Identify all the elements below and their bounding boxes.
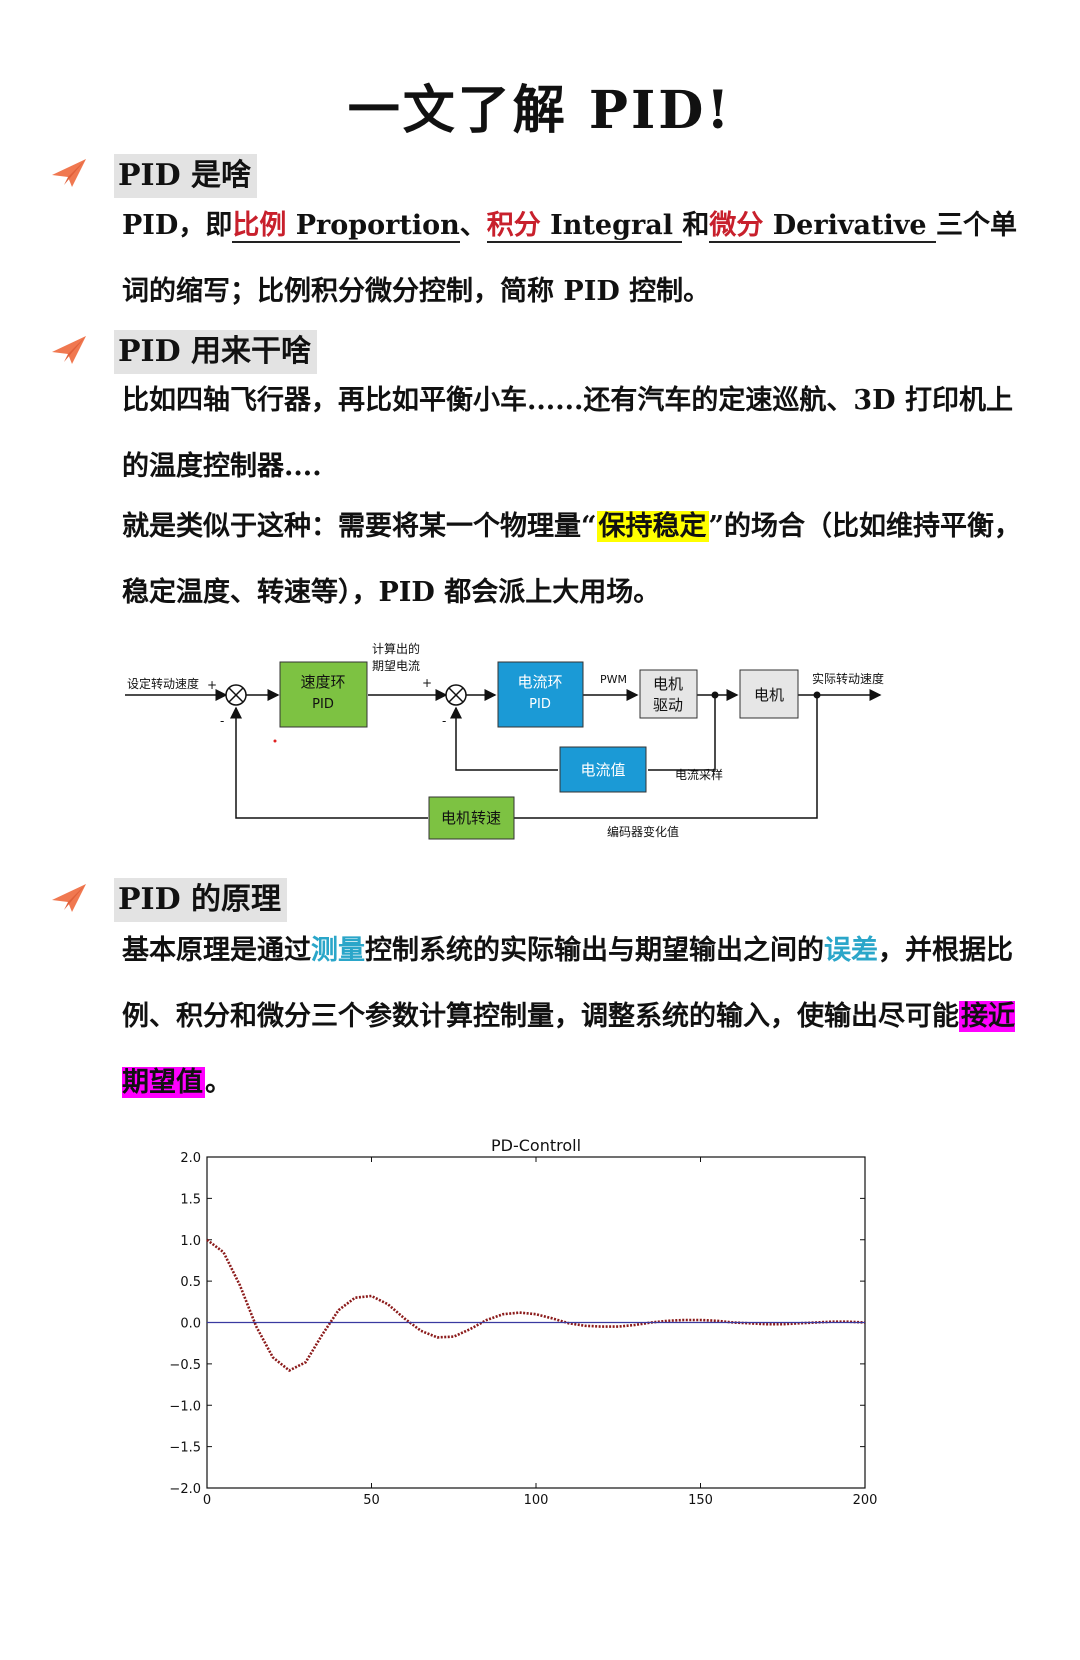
- svg-text:驱动: 驱动: [653, 696, 683, 714]
- y-tick-label: 1.5: [180, 1192, 201, 1207]
- current-loop-block: 电流环: [517, 673, 562, 691]
- keyword-error: 误差: [824, 935, 878, 966]
- x-tick-label: 100: [524, 1493, 549, 1508]
- paper-plane-icon: [52, 884, 86, 912]
- term-highlight: 比例: [232, 210, 287, 243]
- pwm-label: PWM: [600, 673, 627, 686]
- svg-text:-: -: [220, 714, 224, 728]
- svg-text:期望电流: 期望电流: [372, 659, 420, 673]
- highlight: 保持稳定: [596, 511, 709, 542]
- section-heading: PID 是啥: [114, 154, 258, 198]
- x-tick-label: 50: [363, 1493, 380, 1508]
- paragraph: 比如四轴飞行器，再比如平衡小车......还有汽车的定速巡航、3D 打印机上的温…: [122, 385, 1013, 482]
- speed-loop-block: 速度环: [300, 673, 345, 691]
- x-tick-label: 150: [688, 1493, 713, 1508]
- svg-text:PID: PID: [312, 697, 334, 712]
- y-tick-label: −0.5: [169, 1358, 201, 1373]
- paragraph: 就是类似于这种：需要将某一个物理量“保持稳定”的场合（比如维持平衡，稳定温度、转…: [122, 511, 1022, 608]
- svg-text:PID: PID: [529, 697, 551, 712]
- page-title: 一文了解 PID!: [347, 80, 733, 141]
- y-tick-label: −2.0: [169, 1482, 201, 1497]
- term-highlight: 积分: [486, 210, 541, 243]
- driver-block: 电机: [653, 675, 683, 693]
- motor-block: 电机: [754, 686, 784, 704]
- y-tick-label: −1.0: [169, 1399, 201, 1414]
- y-tick-label: 2.0: [180, 1151, 201, 1166]
- svg-text:+: +: [422, 676, 432, 690]
- y-tick-label: −1.5: [169, 1441, 201, 1456]
- x-tick-label: 0: [203, 1493, 211, 1508]
- y-tick-label: 0.5: [180, 1275, 201, 1290]
- term-highlight: 微分: [709, 210, 764, 243]
- x-tick-label: 200: [853, 1493, 878, 1508]
- current-sample-label: 电流采样: [675, 767, 723, 782]
- chart-title: PD-Controll: [491, 1136, 581, 1155]
- paragraph: PID，即比例 Proportion、积分 Integral 和微分 Deriv…: [122, 210, 1018, 307]
- motor-speed-block: 电机转速: [441, 809, 501, 827]
- actual-speed-label: 实际转动速度: [812, 671, 884, 686]
- paper-plane-icon: [52, 159, 86, 187]
- pid-block-diagram: 设定转动速度 + - 计算出的 期望电流 + - PWM 实际转动速度 电流采样…: [125, 641, 884, 840]
- calc-label: 计算出的: [372, 641, 420, 656]
- encoder-label: 编码器变化值: [607, 824, 679, 839]
- section-heading: PID 的原理: [114, 878, 288, 922]
- svg-text:-: -: [442, 714, 446, 728]
- y-tick-label: 0.0: [180, 1317, 201, 1332]
- y-tick-label: 1.0: [180, 1234, 201, 1249]
- svg-text:+: +: [207, 678, 217, 692]
- keyword-measure: 测量: [311, 935, 365, 966]
- current-value-block: 电流值: [580, 761, 625, 779]
- pd-control-chart: PD-Controll 2.0 1.5 1.0 0.5 0.0 −0.5 −1.0 −1.5 −…: [169, 1136, 878, 1508]
- paragraph: 基本原理是通过测量控制系统的实际输出与期望输出之间的误差，并根据比例、积分和微分…: [122, 935, 1015, 1098]
- response-line: [206, 1238, 866, 1373]
- paper-plane-icon: [52, 336, 86, 364]
- section-heading: PID 用来干啥: [114, 330, 318, 374]
- setpoint-label: 设定转动速度: [127, 676, 199, 691]
